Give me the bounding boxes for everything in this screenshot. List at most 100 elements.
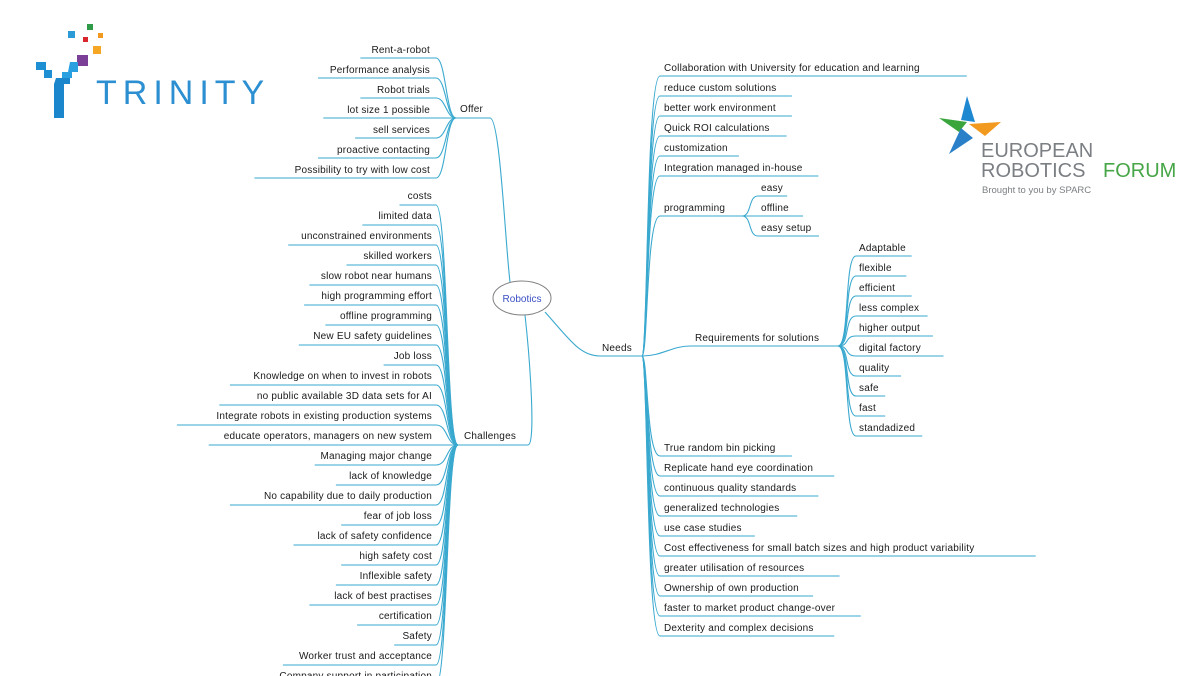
programming-item[interactable]: easy — [761, 183, 783, 194]
challenge-item[interactable]: lack of knowledge — [349, 471, 432, 482]
requirements-connector — [641, 345, 838, 357]
challenge-item[interactable]: certification — [379, 611, 432, 622]
logo-shape-left — [36, 62, 52, 78]
offer-item[interactable]: Possibility to try with low cost — [295, 165, 430, 176]
requirement-item[interactable]: flexible — [859, 263, 892, 274]
needs-item[interactable]: continuous quality standards — [664, 483, 796, 494]
trinity-wordmark: TRINITY — [96, 74, 270, 112]
challenge-item[interactable]: high programming effort — [321, 291, 432, 302]
challenge-item-connector — [176, 424, 459, 446]
challenge-item[interactable]: No capability due to daily production — [264, 491, 432, 502]
challenge-item[interactable]: Integrate robots in existing production … — [216, 411, 432, 422]
offer-item[interactable]: proactive contacting — [337, 145, 430, 156]
challenge-item-connector — [383, 364, 459, 446]
challenge-item[interactable]: offline programming — [340, 311, 432, 322]
challenge-item[interactable]: Managing major change — [321, 451, 433, 462]
requirement-item[interactable]: higher output — [859, 323, 920, 334]
requirement-item[interactable]: safe — [859, 383, 879, 394]
programming-item[interactable]: easy setup — [761, 223, 812, 234]
offer-item[interactable]: Performance analysis — [330, 65, 430, 76]
needs-item[interactable]: better work environment — [664, 103, 776, 114]
challenge-item[interactable]: high safety cost — [359, 551, 432, 562]
root-to-offer-connector — [456, 117, 511, 283]
challenge-item[interactable]: slow robot near humans — [321, 271, 432, 282]
requirement-item-connector — [837, 255, 912, 347]
programming-connector — [641, 215, 742, 357]
challenge-item[interactable]: lack of safety confidence — [317, 531, 432, 542]
needs-item[interactable]: Dexterity and complex decisions — [664, 623, 814, 634]
star-right-icon — [969, 122, 1001, 136]
offer-branch-label[interactable]: Offer — [460, 104, 484, 115]
challenge-item[interactable]: Safety — [402, 631, 432, 642]
requirement-item[interactable]: digital factory — [859, 343, 921, 354]
challenge-item[interactable]: lack of best practises — [334, 591, 432, 602]
needs-item-connector — [641, 355, 819, 497]
needs-item-connector — [641, 155, 739, 357]
programming-item-connector — [741, 215, 819, 237]
star-top-icon — [961, 96, 975, 122]
challenge-item[interactable]: fear of job loss — [364, 511, 432, 522]
logo-square-green — [87, 24, 93, 30]
needs-item[interactable]: use case studies — [664, 523, 742, 534]
needs-item-connector — [641, 355, 835, 637]
root-label: Robotics — [503, 294, 542, 305]
erf-line2-robotics: ROBOTICS — [981, 160, 1085, 182]
requirement-item[interactable]: standadized — [859, 423, 915, 434]
offer-item[interactable]: Robot trials — [377, 85, 430, 96]
offer-item[interactable]: sell services — [373, 125, 430, 136]
challenge-item-connector — [219, 404, 459, 446]
challenge-item-connector — [439, 444, 459, 676]
challenge-item[interactable]: no public available 3D data sets for AI — [257, 391, 432, 402]
requirement-item-connector — [837, 345, 923, 437]
needs-item[interactable]: greater utilisation of resources — [664, 563, 804, 574]
challenge-item[interactable]: Knowledge on when to invest in robots — [253, 371, 432, 382]
challenge-item-connector — [229, 384, 459, 446]
challenge-item[interactable]: costs — [408, 191, 432, 202]
challenge-item[interactable]: skilled workers — [363, 251, 432, 262]
challenge-item[interactable]: Worker trust and acceptance — [299, 651, 432, 662]
programming-branch-label[interactable]: programming — [664, 203, 725, 214]
needs-item[interactable]: Integration managed in-house — [664, 163, 803, 174]
needs-item[interactable]: Quick ROI calculations — [664, 123, 770, 134]
offer-item[interactable]: lot size 1 possible — [347, 105, 430, 116]
offer-item-connector — [318, 77, 457, 119]
requirement-item-connector — [837, 315, 928, 347]
requirement-item[interactable]: efficient — [859, 283, 895, 294]
logo-square-orange — [93, 46, 101, 54]
programming-item[interactable]: offline — [761, 203, 789, 214]
requirement-item[interactable]: fast — [859, 403, 876, 414]
needs-item[interactable]: Collaboration with University for educat… — [664, 63, 920, 74]
erf-line2-forum: FORUM — [1103, 160, 1176, 182]
logo-square-red — [83, 37, 88, 42]
logo-square-orange-small — [98, 33, 103, 38]
challenge-item[interactable]: unconstrained environments — [301, 231, 432, 242]
needs-item[interactable]: generalized technologies — [664, 503, 779, 514]
challenge-item[interactable]: Inflexible safety — [360, 571, 432, 582]
challenge-item[interactable]: New EU safety guidelines — [313, 331, 432, 342]
programming-item-connector — [741, 195, 788, 217]
requirement-item[interactable]: less complex — [859, 303, 919, 314]
needs-item[interactable]: Ownership of own production — [664, 583, 799, 594]
erf-logo: EUROPEAN ROBOTICS FORUM Brought to you b… — [935, 92, 1200, 202]
erf-line1: EUROPEAN — [981, 140, 1093, 162]
requirement-item[interactable]: Adaptable — [859, 243, 906, 254]
challenge-item[interactable]: limited data — [378, 211, 432, 222]
challenge-item[interactable]: Company support in participation — [279, 671, 432, 676]
challenges-branch-label[interactable]: Challenges — [464, 431, 516, 442]
offer-item-connector — [360, 97, 457, 119]
needs-branch-label[interactable]: Needs — [602, 343, 632, 354]
needs-item[interactable]: Cost effectiveness for small batch sizes… — [664, 543, 974, 554]
needs-item[interactable]: reduce custom solutions — [664, 83, 776, 94]
logo-shape-stem — [54, 78, 70, 118]
requirement-item[interactable]: quality — [859, 363, 889, 374]
needs-item[interactable]: Replicate hand eye coordination — [664, 463, 813, 474]
requirements-branch-label[interactable]: Requirements for solutions — [695, 333, 819, 344]
needs-item[interactable]: faster to market product change-over — [664, 603, 836, 614]
root-node[interactable] — [492, 280, 552, 316]
needs-item[interactable]: customization — [664, 143, 728, 154]
challenge-item[interactable]: educate operators, managers on new syste… — [224, 431, 432, 442]
challenge-item[interactable]: Job loss — [394, 351, 432, 362]
needs-item[interactable]: True random bin picking — [664, 443, 776, 454]
offer-item[interactable]: Rent-a-robot — [371, 45, 430, 56]
